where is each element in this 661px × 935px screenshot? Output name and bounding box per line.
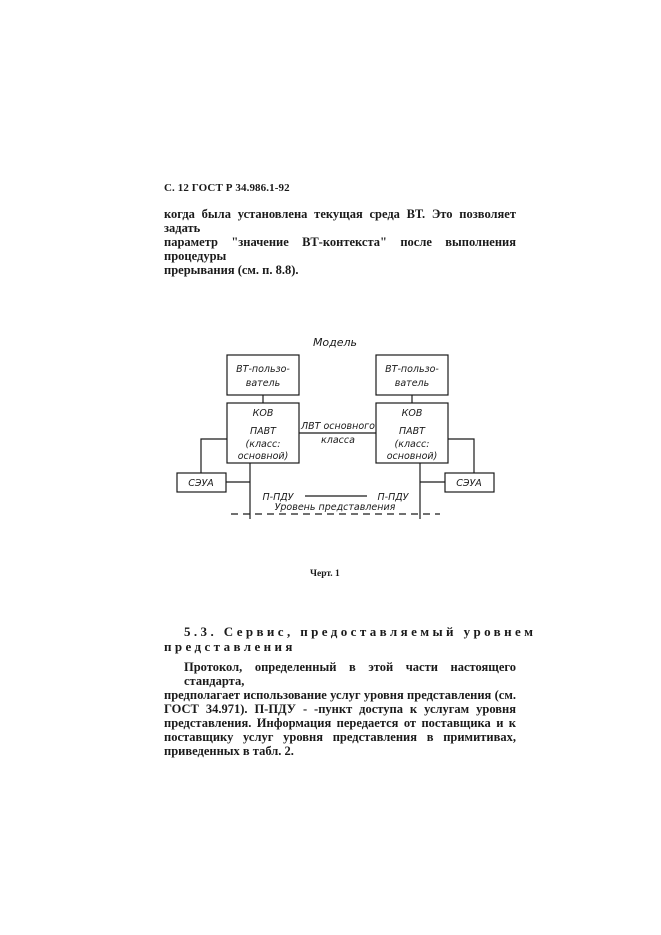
paragraph-2-line: приведенных в табл. 2. <box>164 744 294 758</box>
paragraph-1: когда была установлена текущая среда ВТ.… <box>164 207 516 277</box>
left-kov-label: КОВ <box>253 408 274 419</box>
paragraph-1-line: параметр "значение ВТ-контекста" после в… <box>164 235 516 263</box>
link-label: ЛВТ основного <box>300 421 375 432</box>
presentation-level-label: Уровень представления <box>275 502 396 513</box>
right-user-label: ВТ-пользо- <box>385 364 439 375</box>
paragraph-2-line: предполагает использование услуг уровня … <box>164 688 516 702</box>
link-label: класса <box>321 435 355 446</box>
left-class-label: (класс: <box>246 439 281 450</box>
section-title-line: 5.3. Сервис, предоставляемый уровнем <box>184 624 537 639</box>
left-user-label: ватель <box>246 378 280 389</box>
section-title-line: представления <box>164 639 296 654</box>
left-pavt-label: ПАВТ <box>250 426 277 437</box>
right-pavt-label: ПАВТ <box>399 426 426 437</box>
right-seua-connector <box>448 438 475 473</box>
right-user-box <box>375 354 449 396</box>
left-seua-label: СЭУА <box>188 478 214 489</box>
paragraph-2-line: поставщику услуг уровня представления в … <box>164 730 516 744</box>
section-title: 5.3. Сервис, предоставляемый уровнем пре… <box>164 624 537 654</box>
left-pdu-label: П-ПДУ <box>263 492 295 503</box>
left-class-label: основной) <box>238 451 289 462</box>
right-user-label: ватель <box>395 378 429 389</box>
paragraph-1-line: когда была установлена текущая среда ВТ.… <box>164 207 516 235</box>
page-header: С. 12 ГОСТ Р 34.986.1-92 <box>164 182 290 194</box>
paragraph-1-line: прерывания (см. п. 8.8). <box>164 263 299 277</box>
right-kov-label: КОВ <box>402 408 423 419</box>
right-class-label: основной) <box>387 451 438 462</box>
diagram-title: Модель <box>313 336 357 349</box>
left-seua-connector <box>200 438 227 473</box>
paragraph-2-line: представления. Информация передается от … <box>164 716 516 730</box>
left-user-label: ВТ-пользо- <box>236 364 290 375</box>
right-class-label: (класс: <box>395 439 430 450</box>
paragraph-2-line: Протокол, определенный в этой части наст… <box>184 660 516 688</box>
right-pdu-label: П-ПДУ <box>378 492 410 503</box>
paragraph-2-line: ГОСТ 34.971). П-ПДУ - -пункт доступа к у… <box>164 702 516 716</box>
paragraph-2: Протокол, определенный в этой части наст… <box>164 660 516 758</box>
left-user-box <box>226 354 300 396</box>
figure-caption: Черт. 1 <box>310 569 340 579</box>
right-seua-label: СЭУА <box>456 478 482 489</box>
